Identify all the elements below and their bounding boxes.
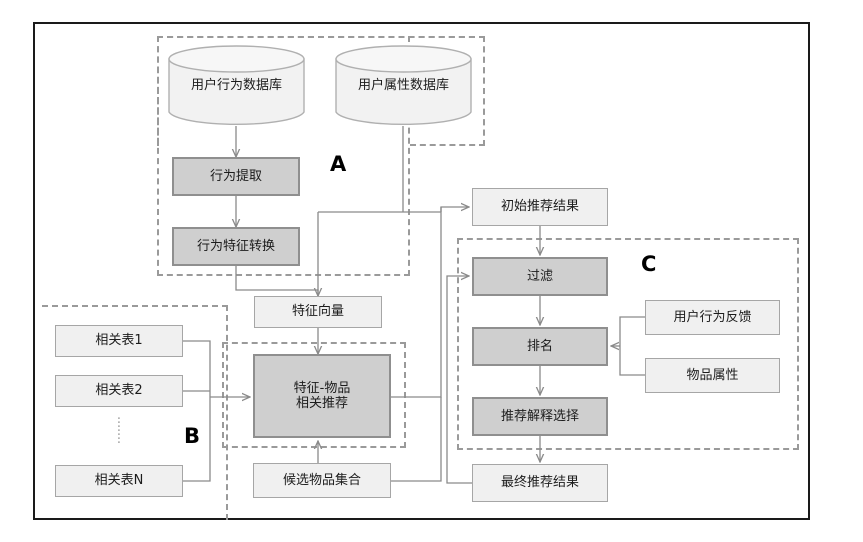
db-user-attribute: 用户属性数据库 xyxy=(335,45,472,126)
node-related-table-1[interactable]: 相关表1 xyxy=(55,325,183,357)
db-user-attribute-label: 用户属性数据库 xyxy=(357,77,449,93)
node-related-table-n[interactable]: 相关表N xyxy=(55,465,183,497)
node-final-recommend-result[interactable]: 最终推荐结果 xyxy=(472,464,608,502)
node-feature-vector[interactable]: 特征向量 xyxy=(254,296,382,328)
group-label-a: A xyxy=(330,152,347,176)
group-box-a-right-upper xyxy=(410,36,485,146)
group-box-a-top-edge xyxy=(157,36,485,146)
db-user-behavior-label: 用户行为数据库 xyxy=(190,77,282,93)
node-explanation-selection[interactable]: 推荐解释选择 xyxy=(472,397,608,436)
node-filter[interactable]: 过滤 xyxy=(472,257,608,296)
node-initial-recommend-result[interactable]: 初始推荐结果 xyxy=(472,188,608,226)
node-user-behavior-feedback[interactable]: 用户行为反馈 xyxy=(645,300,780,335)
group-label-b: B xyxy=(184,424,201,448)
node-feature-item-recommend[interactable]: 特征-物品 相关推荐 xyxy=(253,354,391,438)
db-user-behavior: 用户行为数据库 xyxy=(168,45,305,126)
node-behavior-extraction[interactable]: 行为提取 xyxy=(172,157,300,196)
group-label-c: C xyxy=(641,252,657,276)
group-box-b xyxy=(42,305,228,520)
node-ranking[interactable]: 排名 xyxy=(472,327,608,366)
node-item-attribute[interactable]: 物品属性 xyxy=(645,358,780,393)
node-related-table-2[interactable]: 相关表2 xyxy=(55,375,183,407)
node-candidate-item-set[interactable]: 候选物品集合 xyxy=(253,463,391,498)
node-behavior-feature-transform[interactable]: 行为特征转换 xyxy=(172,227,300,266)
related-tables-ellipsis: ······· xyxy=(116,412,122,451)
